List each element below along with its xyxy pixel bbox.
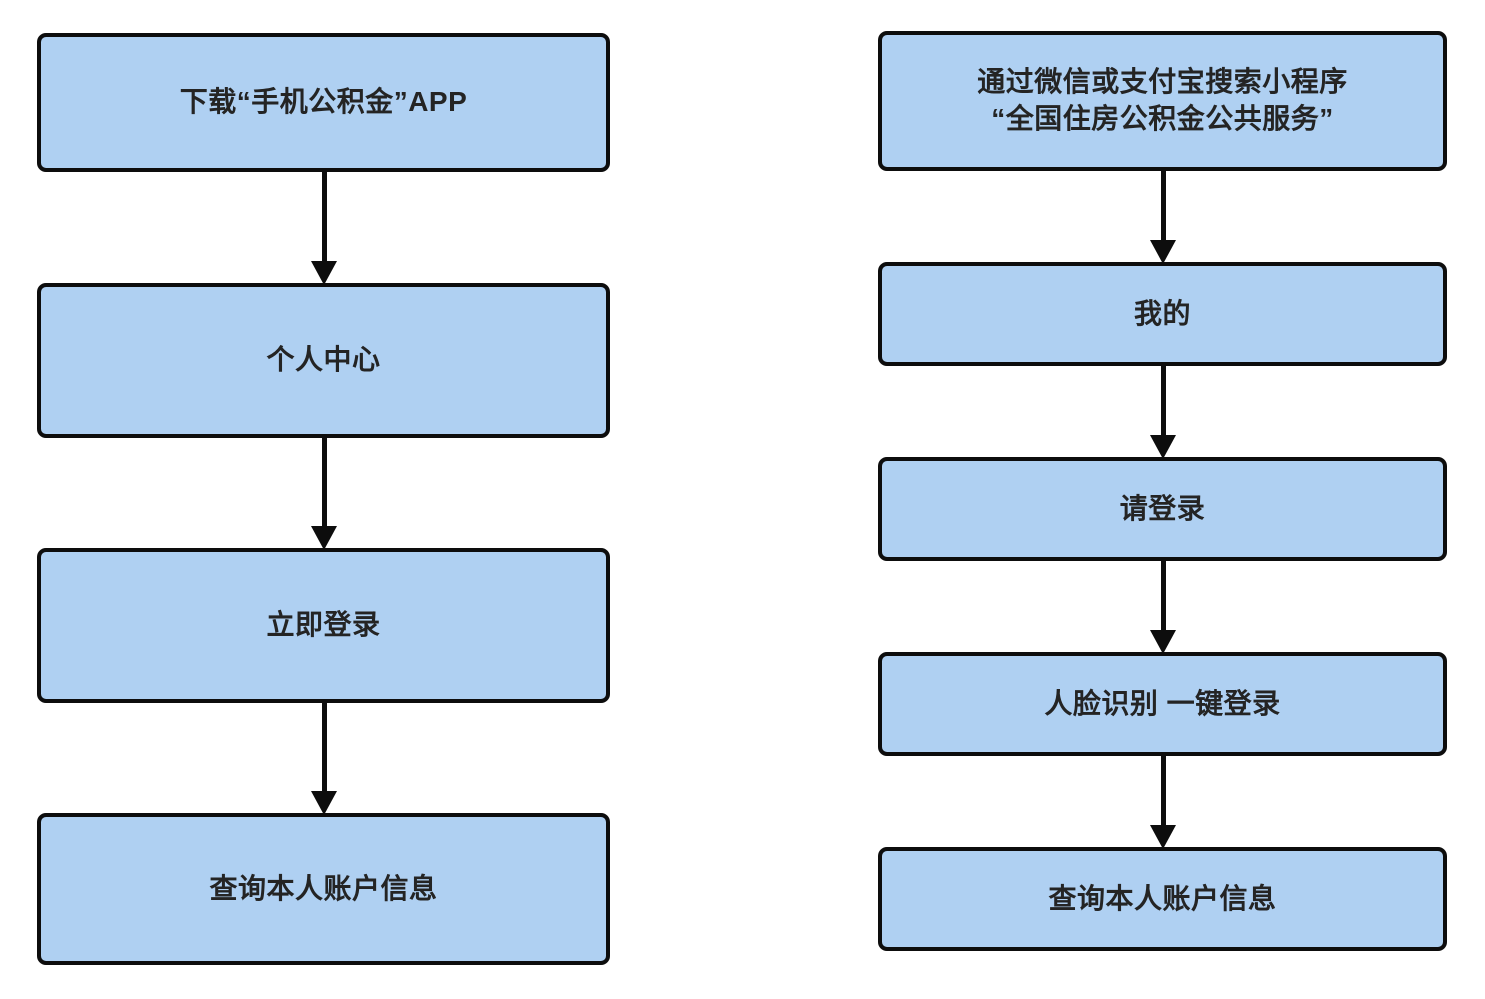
arrow-connector-down <box>311 436 337 550</box>
flow-node-label: 个人中心 <box>266 344 381 376</box>
arrow-connector-down <box>1150 754 1176 849</box>
flow-column-left: 下载“手机公积金”APP 个人中心 立即登录 查询本人账户信息 <box>0 0 700 999</box>
flow-node-label: 请登录 <box>1119 492 1206 524</box>
flow-node-label: 查询本人账户信息 <box>209 872 438 904</box>
arrow-head-icon <box>1150 435 1176 459</box>
arrow-head-icon <box>1150 240 1176 264</box>
flow-node-download-app[interactable]: 下载“手机公积金”APP <box>37 33 610 172</box>
arrow-connector-down <box>1150 559 1176 654</box>
arrow-shaft <box>321 436 327 528</box>
arrow-shaft <box>321 170 327 263</box>
arrow-head-icon <box>1150 825 1176 849</box>
arrow-head-icon <box>311 791 337 815</box>
arrow-shaft <box>1160 364 1166 437</box>
arrow-shaft <box>321 701 327 793</box>
flow-node-face-recognition-one-click-login[interactable]: 人脸识别 一键登录 <box>878 652 1447 756</box>
flow-node-personal-center[interactable]: 个人中心 <box>37 283 610 438</box>
arrow-connector-down <box>1150 169 1176 264</box>
flow-node-mine[interactable]: 我的 <box>878 262 1447 366</box>
flow-node-label: 查询本人账户信息 <box>1048 882 1277 914</box>
flow-node-query-account-info[interactable]: 查询本人账户信息 <box>37 813 610 965</box>
arrow-connector-down <box>1150 364 1176 459</box>
arrow-connector-down <box>311 701 337 815</box>
flow-node-query-account-info[interactable]: 查询本人账户信息 <box>878 847 1447 951</box>
arrow-head-icon <box>1150 630 1176 654</box>
flow-node-label: 人脸识别 一键登录 <box>1044 687 1281 719</box>
flow-node-please-login[interactable]: 请登录 <box>878 457 1447 561</box>
flow-node-search-mini-program[interactable]: 通过微信或支付宝搜索小程序 “全国住房公积金公共服务” <box>878 31 1447 171</box>
flow-node-label: 下载“手机公积金”APP <box>179 86 468 118</box>
arrow-shaft <box>1160 169 1166 242</box>
arrow-shaft <box>1160 754 1166 827</box>
flow-column-right: 通过微信或支付宝搜索小程序 “全国住房公积金公共服务” 我的 请登录 人脸识别 … <box>840 0 1485 999</box>
flow-node-login-now[interactable]: 立即登录 <box>37 548 610 703</box>
flow-node-label: 立即登录 <box>266 609 381 641</box>
arrow-head-icon <box>311 526 337 550</box>
flow-node-label: 通过微信或支付宝搜索小程序 “全国住房公积金公共服务” <box>977 66 1348 134</box>
arrow-head-icon <box>311 261 337 285</box>
arrow-connector-down <box>311 170 337 285</box>
arrow-shaft <box>1160 559 1166 632</box>
flow-node-label: 我的 <box>1133 297 1191 329</box>
